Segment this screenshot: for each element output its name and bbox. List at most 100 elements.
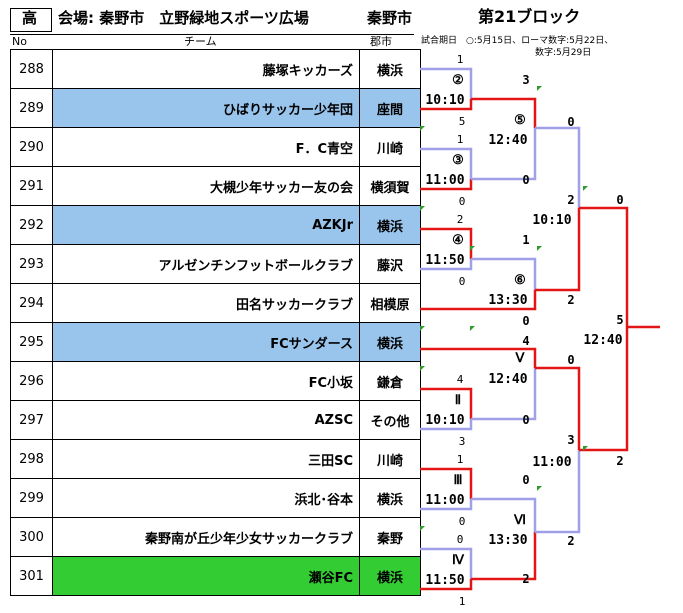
header-underline — [10, 34, 414, 35]
bracket-line — [420, 147, 473, 179]
match-time: 11:50 — [425, 573, 464, 588]
score-label: 3 — [459, 435, 466, 448]
note-marker-icon — [537, 86, 542, 91]
bracket-line-winner — [535, 366, 581, 450]
team-city: 横浜 — [359, 205, 421, 245]
match-time: 12:40 — [583, 333, 622, 348]
bracket-line-winner — [420, 347, 537, 368]
note-marker-icon — [470, 326, 475, 331]
team-number: 299 — [10, 478, 53, 518]
team-name: 三田SC — [52, 439, 360, 479]
match-number: Ⅴ — [515, 351, 526, 366]
team-name: 秦野南が丘少年少女サッカークラブ — [52, 517, 360, 557]
team-number: 296 — [10, 361, 53, 401]
col-no-header: No — [12, 35, 27, 48]
match-number: Ⅱ — [455, 393, 461, 408]
score-label: 2 — [522, 572, 529, 586]
team-name: 藤塚キッカーズ — [52, 49, 360, 89]
match-number: ② — [452, 73, 464, 88]
schedule-note-2: 数字:5月29日 — [535, 48, 592, 58]
team-city: 横浜 — [359, 556, 421, 596]
bracket-line — [471, 257, 537, 290]
team-city: 川崎 — [359, 127, 421, 167]
category-badge-box — [10, 8, 52, 32]
team-number: 293 — [10, 244, 53, 284]
match-time: 13:30 — [488, 293, 527, 308]
match-time: 11:00 — [425, 493, 464, 508]
team-name: AZSC — [52, 400, 360, 440]
bracket-line — [420, 419, 473, 431]
note-marker-icon — [470, 246, 475, 251]
score-label: 0 — [567, 353, 574, 367]
score-label: 2 — [567, 293, 574, 307]
block-title: 第21ブロック — [478, 7, 581, 26]
note-marker-icon — [420, 526, 425, 531]
note-marker-icon — [537, 486, 542, 491]
bracket-line — [535, 450, 581, 534]
venue-title: 会場: 秦野市 立野緑地スポーツ広場 — [58, 9, 309, 27]
match-time: 13:30 — [488, 533, 527, 548]
bracket-line — [535, 126, 581, 208]
match-time: 10:10 — [532, 213, 571, 228]
bracket-line — [471, 368, 537, 421]
note-marker-icon — [420, 366, 425, 371]
match-number: ⑤ — [514, 113, 526, 128]
bracket-line — [420, 547, 473, 579]
score-label: 0 — [522, 413, 529, 427]
match-time: 12:40 — [488, 372, 527, 387]
score-label: 3 — [522, 73, 529, 87]
match-time: 10:10 — [425, 93, 464, 108]
match-number: Ⅳ — [452, 553, 465, 568]
score-label: 1 — [457, 133, 464, 146]
team-city: 藤沢 — [359, 244, 421, 284]
col-team-header: チーム — [184, 35, 217, 48]
team-name: AZKJr — [52, 205, 360, 245]
match-number: Ⅵ — [513, 513, 526, 528]
host-city: 秦野市 — [367, 9, 413, 27]
bracket-line-winner — [579, 206, 629, 327]
score-label: 0 — [459, 515, 466, 528]
team-city: 横須賀 — [359, 166, 421, 206]
team-number: 300 — [10, 517, 53, 557]
team-number: 301 — [10, 556, 53, 596]
bracket-line — [420, 499, 473, 511]
team-city: 横浜 — [359, 49, 421, 89]
col-city-header: 郡市 — [370, 35, 392, 48]
note-marker-icon — [583, 446, 588, 451]
team-name: アルゼンチンフットボールクラブ — [52, 244, 360, 284]
bracket-line-winner — [420, 467, 473, 499]
schedule-note-1: 試合期日 ○:5月15日、ローマ数字:5月22日、 — [421, 36, 614, 46]
bracket-line-winner — [420, 290, 537, 311]
match-number: ④ — [452, 233, 464, 248]
score-label: 2 — [567, 534, 574, 548]
score-label: 4 — [522, 334, 529, 348]
score-label: 0 — [522, 473, 529, 487]
match-number: ③ — [452, 153, 464, 168]
note-marker-icon — [420, 126, 425, 131]
match-time: 11:00 — [532, 455, 571, 470]
team-name: 瀬谷FC — [52, 556, 360, 596]
bracket-line-winner — [420, 99, 473, 111]
team-city: 横浜 — [359, 478, 421, 518]
team-name: ひばりサッカー少年団 — [52, 88, 360, 128]
match-time: 10:10 — [425, 413, 464, 428]
note-marker-icon — [537, 246, 542, 251]
match-time: 11:50 — [425, 253, 464, 268]
team-city: 鎌倉 — [359, 361, 421, 401]
team-city: 川崎 — [359, 439, 421, 479]
score-label: 0 — [567, 115, 574, 129]
team-name: FC小坂 — [52, 361, 360, 401]
bracket-line-winner — [579, 327, 629, 452]
score-label: 2 — [567, 193, 574, 207]
note-marker-icon — [420, 326, 425, 331]
